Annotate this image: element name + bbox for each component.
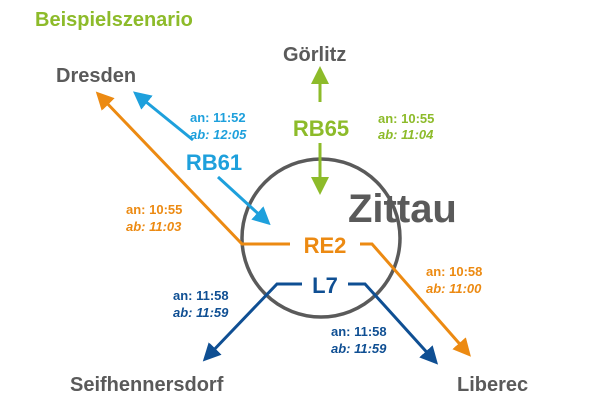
- rb61-arrow-dresden: [133, 91, 194, 142]
- re2-arrow-dresden: [95, 91, 290, 246]
- city-dresden: Dresden: [56, 65, 136, 87]
- l7-right-departure: ab: 11:59: [331, 341, 387, 356]
- l7-left-departure: ab: 11:59: [173, 305, 229, 320]
- rb65-label: RB65: [293, 116, 349, 141]
- city-liberec: Liberec: [457, 374, 528, 396]
- rb65-departure: ab: 11:04: [378, 127, 434, 142]
- l7-label: L7: [312, 273, 338, 298]
- rb61-label: RB61: [186, 150, 242, 175]
- l7-left-arrival: an: 11:58: [173, 288, 229, 303]
- rb61-arrow-zittau: [216, 175, 271, 226]
- rb61-departure: ab: 12:05: [190, 127, 247, 142]
- diagram-title: Beispielszenario: [35, 9, 193, 31]
- re2-right-arrival: an: 10:58: [426, 264, 482, 279]
- l7-arrow-liberec: [348, 282, 439, 365]
- re2-arrow-liberec: [360, 242, 471, 357]
- re2-label: RE2: [304, 233, 347, 258]
- re2-left-arrival: an: 10:55: [126, 202, 182, 217]
- zittau-label: Zittau: [348, 187, 457, 231]
- rb61-arrival: an: 11:52: [190, 110, 246, 125]
- l7-right-arrival: an: 11:58: [331, 324, 387, 339]
- re2-left-departure: ab: 11:03: [126, 219, 182, 234]
- city-seifhennersdorf: Seifhennersdorf: [70, 374, 224, 396]
- l7-arrow-seifhennersdorf: [202, 282, 302, 362]
- rb65-arrival: an: 10:55: [378, 111, 434, 126]
- city-goerlitz: Görlitz: [283, 44, 346, 66]
- re2-right-departure: ab: 11:00: [426, 281, 482, 296]
